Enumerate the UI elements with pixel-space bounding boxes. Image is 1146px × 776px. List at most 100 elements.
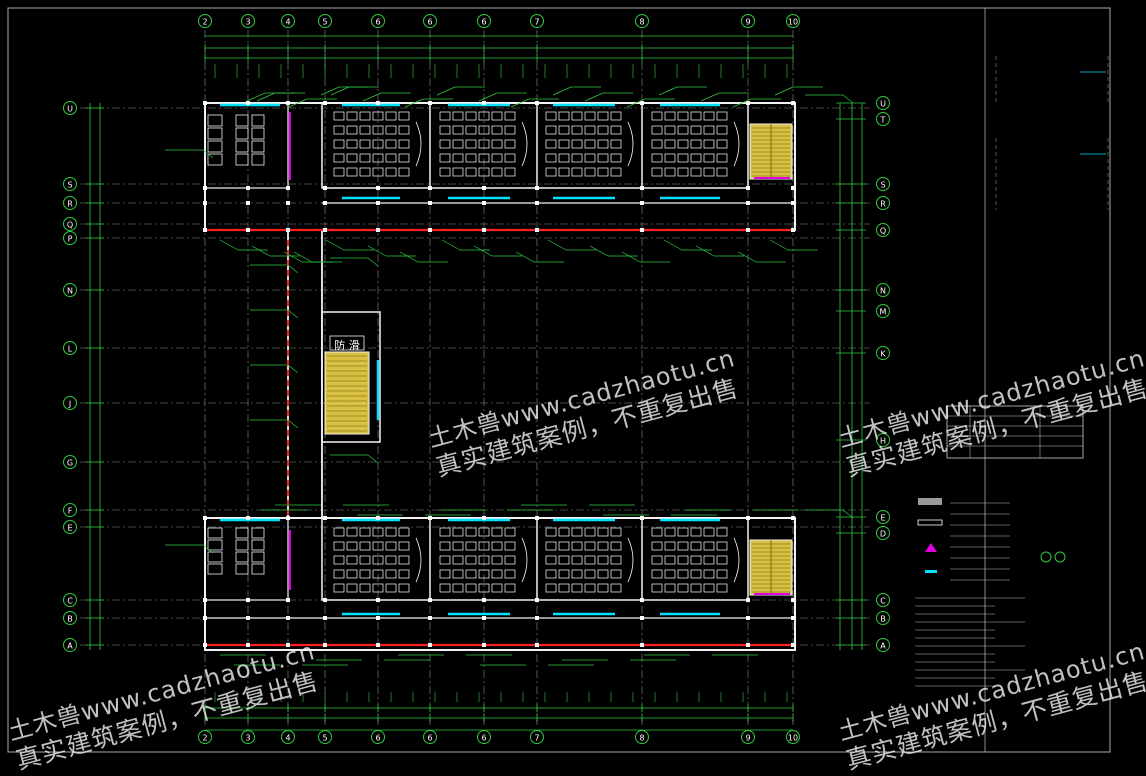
structural-column bbox=[376, 228, 380, 232]
annotation-leader bbox=[515, 251, 535, 263]
structural-column bbox=[746, 228, 750, 232]
desk bbox=[346, 555, 358, 565]
desk bbox=[504, 541, 516, 551]
podium bbox=[733, 121, 740, 167]
desk bbox=[372, 139, 384, 149]
desk bbox=[372, 541, 384, 551]
desk bbox=[333, 541, 345, 551]
axis-bubble-label: U bbox=[880, 100, 886, 109]
toilet-stall bbox=[235, 551, 249, 563]
structural-column bbox=[746, 101, 750, 105]
structural-column bbox=[323, 643, 327, 647]
annotation-leader bbox=[288, 98, 308, 108]
axis-bubble bbox=[63, 196, 77, 210]
annotation-leader bbox=[478, 92, 498, 102]
toilet-stall bbox=[251, 551, 265, 563]
desk bbox=[558, 139, 570, 149]
axis-bubble bbox=[371, 14, 385, 28]
axis-bubble bbox=[876, 433, 890, 447]
structural-column bbox=[791, 598, 795, 602]
annotation-leader bbox=[287, 264, 299, 274]
axis-bubble-label: 8 bbox=[639, 734, 644, 743]
axis-bubble bbox=[241, 14, 255, 28]
toilet-stall bbox=[207, 114, 223, 127]
desk bbox=[478, 541, 490, 551]
structural-column bbox=[323, 598, 327, 602]
stair-landing bbox=[329, 335, 365, 351]
desk bbox=[584, 111, 596, 121]
axis-bubble bbox=[63, 503, 77, 517]
desk bbox=[545, 555, 557, 565]
desk bbox=[558, 555, 570, 565]
desk bbox=[545, 527, 557, 537]
desk bbox=[597, 583, 609, 593]
structural-column bbox=[246, 643, 250, 647]
annotation-leader bbox=[320, 86, 340, 96]
desk bbox=[359, 153, 371, 163]
desk bbox=[491, 153, 503, 163]
desk bbox=[558, 541, 570, 551]
desk bbox=[439, 569, 451, 579]
desk bbox=[571, 167, 583, 177]
desk bbox=[504, 111, 516, 121]
axis-bubble bbox=[741, 14, 755, 28]
annotation-leader bbox=[325, 239, 345, 251]
desk bbox=[664, 555, 676, 565]
axis-bubble-label: C bbox=[880, 597, 886, 606]
desk bbox=[385, 569, 397, 579]
desk bbox=[439, 541, 451, 551]
annotation-leader bbox=[584, 92, 604, 102]
axis-bubble bbox=[281, 730, 295, 744]
desk bbox=[558, 527, 570, 537]
desk bbox=[452, 555, 464, 565]
axis-bubble bbox=[423, 730, 437, 744]
desk bbox=[571, 139, 583, 149]
desk bbox=[346, 139, 358, 149]
toilet-stall bbox=[251, 114, 265, 127]
toilet-stall bbox=[207, 563, 223, 575]
annotation-leader bbox=[436, 86, 456, 96]
axis-bubble-label: 9 bbox=[745, 18, 750, 27]
desk bbox=[545, 139, 557, 149]
desk bbox=[478, 167, 490, 177]
desk bbox=[690, 555, 702, 565]
axis-bubble bbox=[876, 223, 890, 237]
axis-bubble bbox=[876, 304, 890, 318]
desk bbox=[398, 139, 410, 149]
axis-bubble bbox=[63, 593, 77, 607]
desk bbox=[439, 583, 451, 593]
axis-bubble bbox=[876, 112, 890, 126]
desk bbox=[597, 555, 609, 565]
structural-column bbox=[286, 616, 290, 620]
annotation-leader bbox=[626, 98, 646, 108]
desk bbox=[584, 555, 596, 565]
desk bbox=[716, 153, 728, 163]
desk bbox=[385, 153, 397, 163]
desk bbox=[478, 153, 490, 163]
structural-column bbox=[482, 228, 486, 232]
desk bbox=[703, 111, 715, 121]
desk bbox=[333, 583, 345, 593]
desk bbox=[664, 111, 676, 121]
desk bbox=[545, 569, 557, 579]
structural-column bbox=[428, 643, 432, 647]
axis-bubble bbox=[876, 196, 890, 210]
desk bbox=[664, 583, 676, 593]
axis-bubble-label: M bbox=[880, 308, 887, 317]
desk bbox=[571, 125, 583, 135]
annotation-leader bbox=[283, 251, 303, 263]
desk bbox=[452, 569, 464, 579]
desk bbox=[677, 167, 689, 177]
desk bbox=[465, 583, 477, 593]
desk bbox=[439, 125, 451, 135]
toilet-stall bbox=[207, 153, 223, 166]
desk bbox=[584, 139, 596, 149]
desk bbox=[372, 569, 384, 579]
desk bbox=[372, 583, 384, 593]
desk bbox=[398, 153, 410, 163]
desk bbox=[610, 167, 622, 177]
desk bbox=[690, 125, 702, 135]
desk bbox=[504, 527, 516, 537]
axis-bubble-label: T bbox=[880, 116, 886, 125]
structural-column bbox=[640, 101, 644, 105]
